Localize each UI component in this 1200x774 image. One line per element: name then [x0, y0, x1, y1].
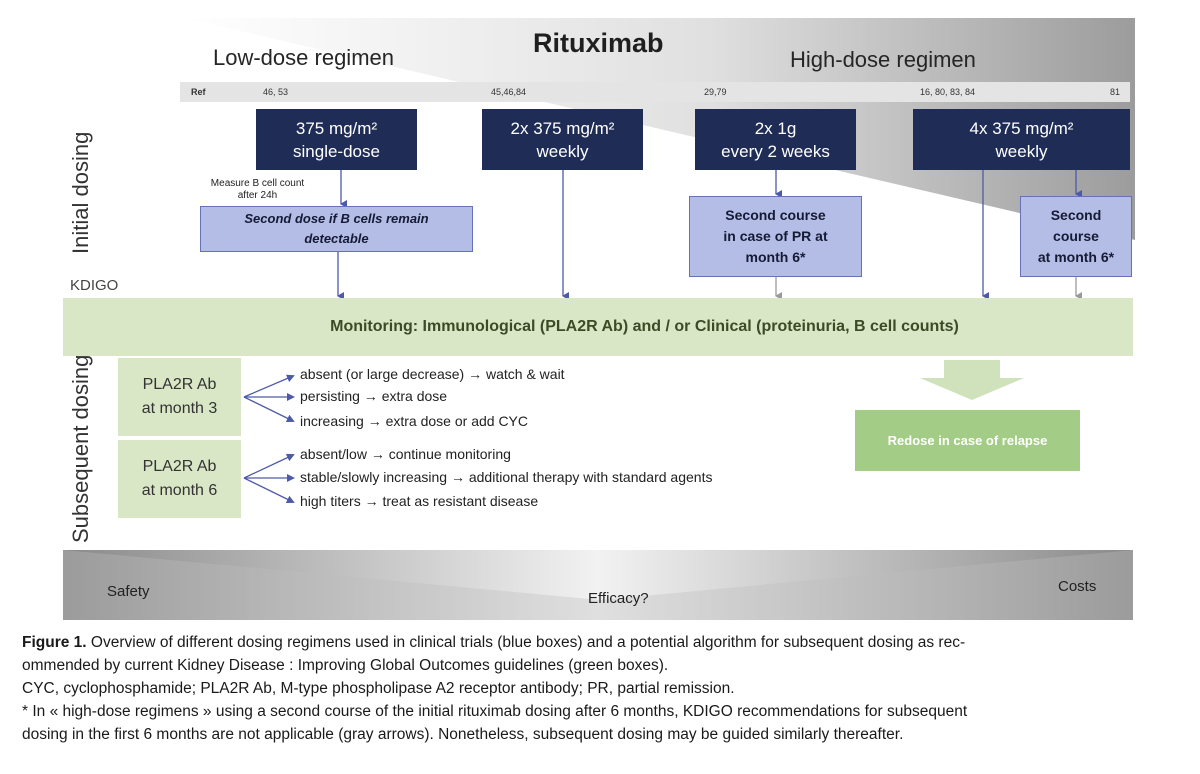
bottom-gray-wedge	[63, 550, 1133, 620]
dose-box-2x1g: 2x 1g every 2 weeks	[695, 109, 856, 170]
month6-option: absent/low → continue monitoring	[300, 446, 511, 462]
safety-label: Safety	[107, 583, 150, 600]
redose-box: Redose in case of relapse	[855, 410, 1080, 471]
ref-item: 81	[1110, 87, 1121, 97]
monitoring-bar: Monitoring: Immunological (PLA2R Ab) and…	[96, 298, 1133, 356]
caption-text: Overview of different dosing regimens us…	[86, 634, 966, 651]
diagram-title: Rituximab	[533, 28, 664, 58]
ref-item: 29,79	[704, 87, 727, 97]
caption-line: dosing in the first 6 months are not app…	[22, 726, 904, 743]
monitoring-bar-left-cap	[63, 298, 96, 356]
month3-option: absent (or large decrease) → watch & wai…	[300, 366, 565, 382]
caption-line: * In « high-dose regimens » using a seco…	[22, 703, 968, 720]
ref-item: 46, 53	[263, 87, 289, 97]
measure-b-cell-note: Measure B cell count after 24h	[210, 178, 305, 201]
low-dose-regimen-label: Low-dose regimen	[213, 45, 394, 70]
fork-m3-down	[243, 396, 295, 422]
pla2r-month3-box: PLA2R Ab at month 3	[118, 358, 241, 436]
costs-label: Costs	[1058, 578, 1097, 595]
fork-m6-down	[243, 477, 295, 503]
caption-line: Figure 1. Overview of different dosing r…	[22, 631, 1192, 654]
fork-m3-up	[243, 374, 295, 398]
month3-option: increasing → extra dose or add CYC	[300, 413, 528, 429]
high-dose-regimen-label: High-dose regimen	[790, 47, 976, 72]
month6-option: high titers → treat as resistant disease	[300, 493, 539, 509]
second-dose-box: Second dose if B cells remain detectable	[200, 206, 473, 252]
dose-box-low-single: 375 mg/m² single-dose	[256, 109, 417, 170]
second-course-month6-box: Second course at month 6*	[1020, 196, 1132, 277]
figure-label: Figure 1.	[22, 634, 87, 651]
dose-box-2x375-weekly: 2x 375 mg/m² weekly	[482, 109, 643, 170]
green-down-arrow	[920, 360, 1024, 400]
subsequent-dosing-label: Subsequent dosing	[68, 354, 93, 543]
initial-dosing-label: Initial dosing	[68, 131, 93, 254]
ref-strip	[180, 82, 1130, 102]
month6-option: stable/slowly increasing → additional th…	[300, 469, 713, 485]
month3-option: persisting → extra dose	[300, 388, 448, 404]
figure-caption: Figure 1. Overview of different dosing r…	[22, 631, 1192, 746]
caption-line: ommended by current Kidney Disease : Imp…	[22, 657, 669, 674]
ref-item: 16, 80, 83, 84	[920, 87, 976, 97]
dose-box-4x375-weekly: 4x 375 mg/m² weekly	[913, 109, 1130, 170]
ref-item: 45,46,84	[491, 87, 527, 97]
efficacy-label: Efficacy?	[588, 590, 649, 607]
top-gray-wedge	[185, 18, 1135, 240]
ref-label: Ref	[191, 87, 206, 97]
second-course-pr-box: Second course in case of PR at month 6*	[689, 196, 862, 277]
caption-line: CYC, cyclophosphamide; PLA2R Ab, M-type …	[22, 680, 735, 697]
pla2r-month6-box: PLA2R Ab at month 6	[118, 440, 241, 518]
fork-m6-up	[243, 453, 295, 479]
bottom-wedge-shade	[63, 550, 1133, 620]
